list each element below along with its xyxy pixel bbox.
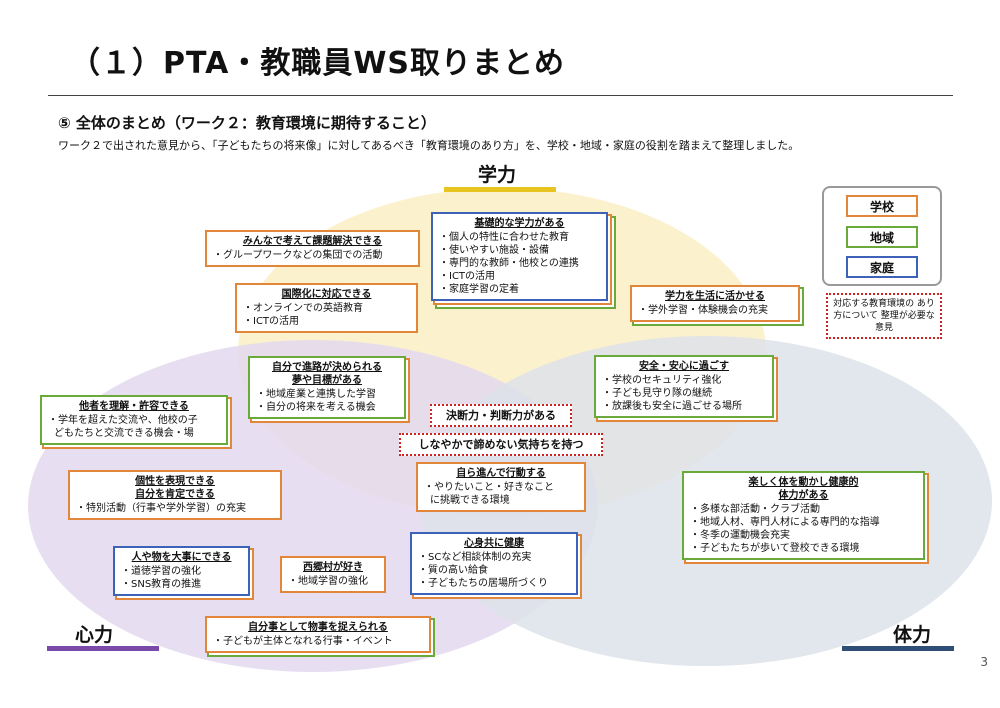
box-seikatsu: 学力を生活に活かせる ・学外学習・体験機会の充実 [630, 285, 800, 322]
box-item: ・ICTの活用 [439, 271, 496, 282]
box-item: ・学年を超えた交流や、他校の子 [48, 415, 198, 426]
box-jibungoto: 自分事として物事を捉えられる ・子どもが主体となれる行事・イベント [205, 616, 431, 653]
box-title: 学力を生活に活かせる [665, 291, 765, 302]
box-item: ・やりたいこと・好きなこと [424, 482, 554, 493]
box-item: ・地域人材、専門人材による専門的な指導 [690, 517, 880, 528]
box-item: ・放課後も安全に過ごせる場所 [602, 401, 742, 412]
legend: 学校 地域 家庭 [822, 186, 942, 286]
legend-note: 対応する教育環境の あり方について 整理が必要な意見 [826, 293, 942, 339]
box-shinro: 自分で進路が決められる 夢や目標がある ・地域産業と連携した学習 ・自分の将来を… [248, 356, 406, 419]
physical-label: 体力 [893, 624, 932, 646]
box-title: 西郷村が好き [303, 562, 363, 573]
box-title: 個性を表現できる 自分を肯定できる [135, 476, 215, 500]
box-item: ・オンラインでの英語教育 [243, 303, 363, 314]
box-tanoshiku: 楽しく体を動かし健康的 体力がある ・多様な部活動・クラブ活動 ・地域人材、専門… [682, 471, 925, 560]
box-nishigo: 西郷村が好き ・地域学習の強化 [280, 556, 386, 593]
box-anzen: 安全・安心に過ごす ・学校のセキュリティ強化 ・子ども見守り隊の継続 ・放課後も… [594, 355, 774, 418]
box-title: 自ら進んで行動する [456, 468, 546, 479]
box-ketsudan: 決断力・判断力がある [430, 404, 572, 427]
legend-home: 家庭 [846, 256, 918, 278]
box-title: 自分で進路が決められる 夢や目標がある [272, 362, 382, 386]
box-item: ・地域学習の強化 [288, 576, 368, 587]
box-item: に挑戦できる環境 [430, 495, 510, 506]
box-title: 自分事として物事を捉えられる [248, 622, 388, 633]
academic-label: 学力 [478, 164, 517, 186]
box-item: ・地域産業と連携した学習 [256, 389, 376, 400]
box-title: 人や物を大事にできる [131, 552, 232, 563]
box-title: 心身共に健康 [464, 538, 524, 549]
page-number: 3 [980, 655, 988, 669]
box-item: ・専門的な教師・他校との連携 [439, 258, 579, 269]
box-item: ・使いやすい施設・設備 [439, 245, 549, 256]
box-title: 基礎的な学力がある [474, 218, 565, 229]
box-hito: 人や物を大事にできる ・道徳学習の強化 ・SNS教育の推進 [113, 546, 250, 596]
box-mizukara: 自ら進んで行動する ・やりたいこと・好きなこと に挑戦できる環境 [416, 462, 586, 512]
box-item: ・家庭学習の定着 [439, 284, 519, 295]
box-title: しなやかで諦めない気持ちを持つ [418, 438, 584, 451]
box-item: ・学外学習・体験機会の充実 [638, 305, 768, 316]
box-title: 安全・安心に過ごす [638, 361, 730, 372]
box-item: ・冬季の運動機会充実 [690, 530, 790, 541]
legend-region: 地域 [846, 226, 918, 248]
box-title: みんなで考えて課題解決できる [242, 236, 383, 247]
box-item: ・SNS教育の推進 [121, 579, 202, 590]
box-item: ・多様な部活動・クラブ活動 [690, 504, 820, 515]
box-item: ・子ども見守り隊の継続 [602, 388, 712, 399]
heart-underline [47, 646, 159, 651]
legend-school: 学校 [846, 195, 918, 217]
box-item: ・道徳学習の強化 [121, 566, 201, 577]
academic-underline [444, 187, 556, 192]
box-item: ・ICTの活用 [243, 316, 300, 327]
box-item: どもたちと交流できる機会・場 [54, 428, 194, 439]
box-title: 楽しく体を動かし健康的 体力がある [748, 477, 859, 501]
box-shinshin: 心身共に健康 ・SCなど相談体制の充実 ・質の高い給食 ・子どもたちの居場所づく… [410, 532, 578, 595]
heart-label: 心力 [75, 624, 114, 646]
box-item: ・グループワークなどの集団での活動 [213, 250, 383, 261]
title-divider [48, 95, 953, 96]
box-tasha: 他者を理解・許容できる ・学年を超えた交流や、他校の子 どもたちと交流できる機会… [40, 395, 228, 445]
physical-underline [842, 646, 954, 651]
box-item: ・学校のセキュリティ強化 [602, 375, 722, 386]
box-item: ・子どもたちの居場所づくり [418, 578, 548, 589]
box-shinayaka: しなやかで諦めない気持ちを持つ [399, 433, 603, 456]
box-title: 国際化に対応できる [281, 289, 372, 300]
box-item: ・個人の特性に合わせた教育 [439, 232, 569, 243]
page-title: （１）PTA・教職員WS取りまとめ [70, 46, 566, 81]
box-item: ・子どもが主体となれる行事・イベント [213, 636, 393, 647]
section-description: ワーク２で出された意見から、「子どもたちの将来像」に対してあるべき「教育環境のあ… [58, 139, 800, 152]
box-title: 決断力・判断力がある [446, 409, 556, 422]
box-kiso: 基礎的な学力がある ・個人の特性に合わせた教育 ・使いやすい施設・設備 ・専門的… [431, 212, 608, 301]
box-title: 他者を理解・許容できる [79, 401, 189, 412]
box-kokusai: 国際化に対応できる ・オンラインでの英語教育 ・ICTの活用 [235, 283, 418, 333]
box-item: ・自分の将来を考える機会 [256, 402, 376, 413]
box-item: ・SCなど相談体制の充実 [418, 552, 532, 563]
box-kosei: 個性を表現できる 自分を肯定できる ・特別活動（行事や学外学習）の充実 [68, 470, 282, 520]
box-minna: みんなで考えて課題解決できる ・グループワークなどの集団での活動 [205, 230, 420, 267]
box-item: ・質の高い給食 [418, 565, 488, 576]
box-item: ・子どもたちが歩いて登校できる環境 [690, 543, 860, 554]
box-item: ・特別活動（行事や学外学習）の充実 [76, 503, 246, 514]
section-subtitle: ⑤ 全体のまとめ（ワーク２：教育環境に期待すること） [58, 114, 436, 132]
